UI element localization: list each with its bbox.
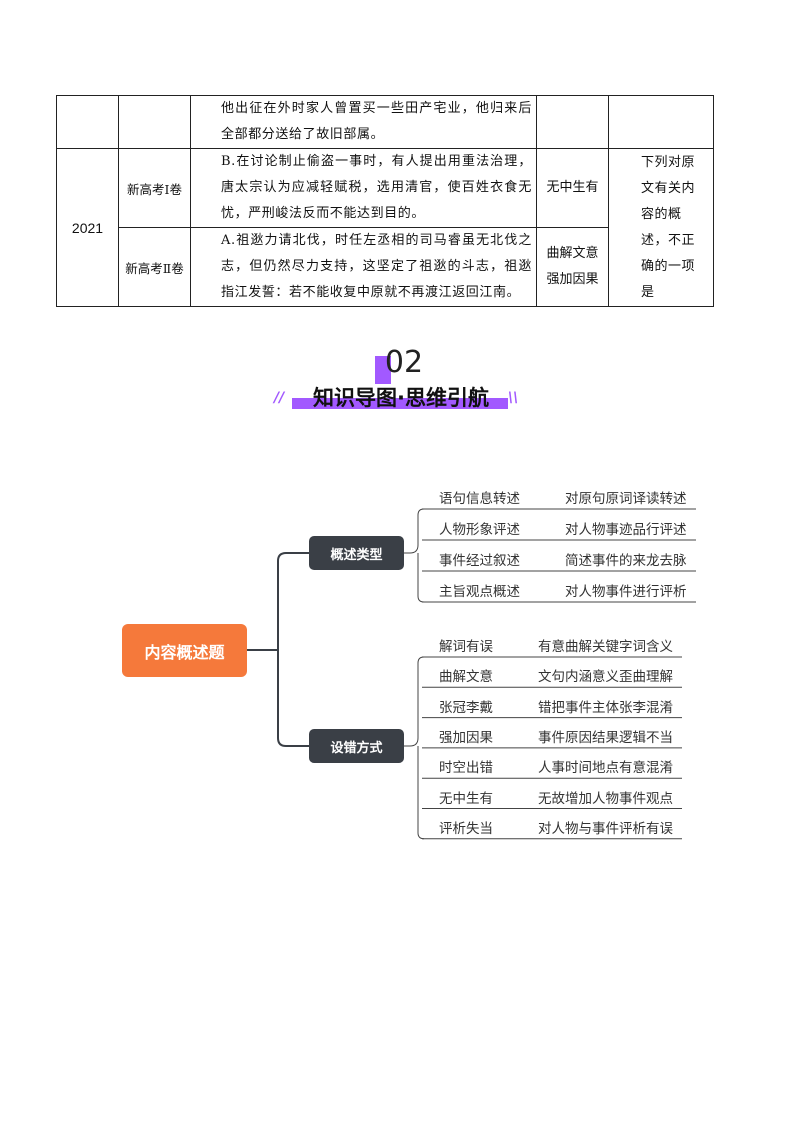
- leaf-description: 对人物与事件评析有误: [538, 820, 673, 837]
- leaf-description: 事件原因结果逻辑不当: [538, 729, 673, 746]
- leaf-name: 强加因果: [439, 729, 493, 746]
- paper-cell: 新高考Ⅱ卷: [118, 227, 191, 307]
- leaf-name: 评析失当: [439, 820, 493, 837]
- passage-cell: 他出征在外时家人曾置买一些田产宅业，他归来后全部都分送给了故旧部属。: [190, 95, 537, 149]
- category-node-error-methods: 设错方式: [309, 729, 404, 763]
- slash-decoration-left: //: [274, 390, 285, 406]
- table-row: 新高考Ⅱ卷 A.祖逖力请北伐，时任左丞相的司马睿虽无北伐之志，但仍然尽力支持，这…: [57, 227, 714, 307]
- leaf-description: 错把事件主体张李混淆: [538, 699, 673, 716]
- leaf-description: 有意曲解关键字词含义: [538, 639, 673, 655]
- leaf-name: 主旨观点概述: [439, 584, 520, 600]
- table-cell: [536, 95, 609, 149]
- leaf-description: 对人物事迹品行评述: [565, 522, 687, 538]
- question-text: 下列对原文有关内容的概述，不正确的一项是: [641, 154, 696, 300]
- leaf-name: 张冠李戴: [439, 699, 493, 716]
- comparison-table: 他出征在外时家人曾置买一些田产宅业，他归来后全部都分送给了故旧部属。 2021 …: [56, 95, 714, 307]
- leaf-name: 曲解文意: [439, 669, 493, 686]
- passage-text: B.在讨论制止偷盗一事时，有人提出用重法治理，唐太宗认为应减轻赋税，选用清官，使…: [221, 154, 532, 221]
- leaf-name: 无中生有: [439, 790, 493, 807]
- slash-decoration-right: \\: [508, 390, 519, 406]
- leaf-description: 简述事件的来龙去脉: [565, 553, 687, 569]
- root-node: 内容概述题: [122, 624, 247, 677]
- leaf-description: 人事时间地点有意混淆: [538, 760, 673, 777]
- leaf-description: 对人物事件进行评析: [565, 584, 687, 600]
- question-cell: 下列对原文有关内容的概述，不正确的一项是: [608, 148, 714, 307]
- leaf-description: 文句内涵意义歪曲理解: [538, 669, 673, 686]
- leaf-name: 时空出错: [439, 760, 493, 777]
- leaf-description: 无故增加人物事件观点: [538, 790, 673, 807]
- error-type-cell: 曲解文意强加因果: [536, 227, 609, 307]
- leaf-name: 语句信息转述: [439, 491, 520, 507]
- paper-cell: 新高考Ⅰ卷: [118, 148, 191, 228]
- category-node-summary-types: 概述类型: [309, 536, 404, 570]
- section-title: 知识导图·思维引航: [313, 386, 489, 410]
- leaf-description: 对原句原词译读转述: [565, 491, 687, 507]
- table-cell: [56, 95, 119, 149]
- leaf-name: 事件经过叙述: [439, 553, 520, 569]
- leaf-name: 解词有误: [439, 639, 493, 655]
- year-cell: 2021: [56, 148, 119, 307]
- passage-text: A.祖逖力请北伐，时任左丞相的司马睿虽无北伐之志，但仍然尽力支持，这坚定了祖逖的…: [221, 233, 532, 300]
- section-number-highlight: [375, 356, 391, 384]
- leaf-name: 人物形象评述: [439, 522, 520, 538]
- passage-cell: A.祖逖力请北伐，时任左丞相的司马睿虽无北伐之志，但仍然尽力支持，这坚定了祖逖的…: [190, 227, 537, 307]
- section-title-highlight: [292, 398, 508, 409]
- section-number: 02: [384, 345, 424, 380]
- passage-text: 他出征在外时家人曾置买一些田产宅业，他归来后全部都分送给了故旧部属。: [221, 101, 532, 142]
